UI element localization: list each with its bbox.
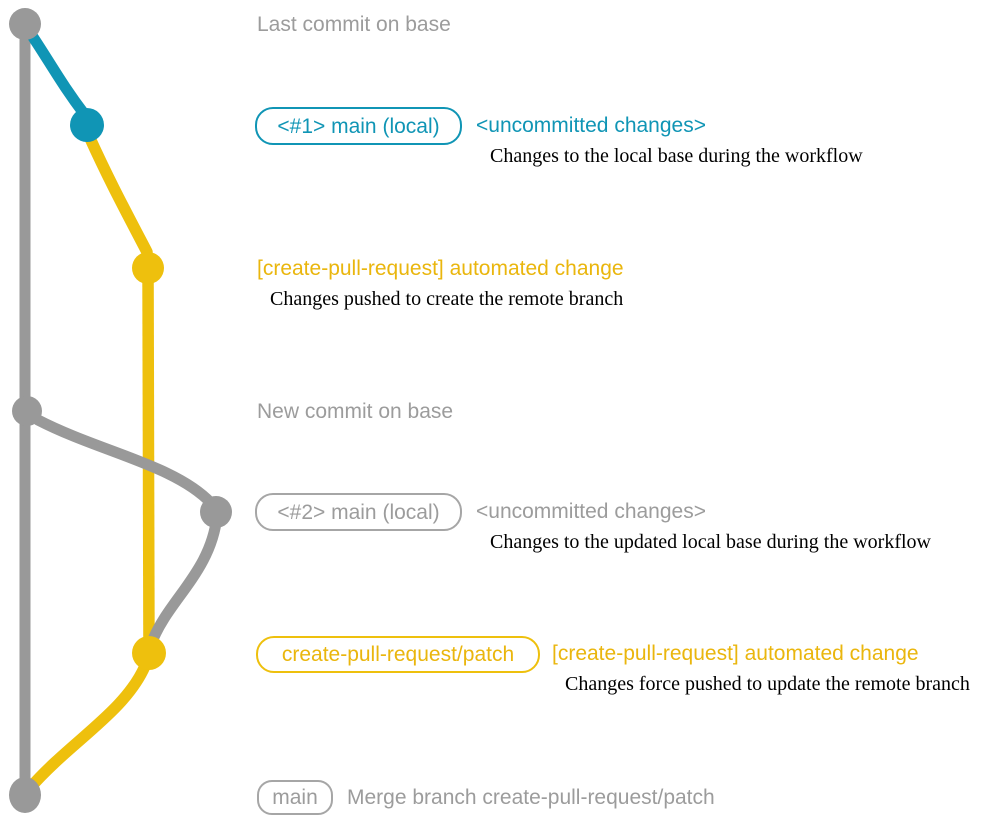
commit-dot-automated-2 bbox=[132, 636, 166, 670]
automated-change-2-title: [create-pull-request] automated change bbox=[552, 642, 919, 665]
uncommitted-changes-1-description: Changes to the local base during the wor… bbox=[490, 145, 863, 167]
uncommitted-changes-2-description: Changes to the updated local base during… bbox=[490, 531, 931, 553]
uncommitted-changes-1-title: <uncommitted changes> bbox=[476, 114, 706, 137]
branch-badge-patch-text: create-pull-request/patch bbox=[281, 643, 515, 666]
branch-badge-patch: create-pull-request/patch bbox=[256, 636, 540, 673]
commit-dot-uncommitted-2 bbox=[200, 496, 232, 528]
local-main-branch-curve-2 bbox=[32, 414, 217, 509]
commit-dot-last-base bbox=[9, 8, 41, 40]
patch-branch-curve-top bbox=[83, 130, 153, 258]
patch-branch-merge-curve bbox=[24, 660, 151, 794]
branch-badge-main-local-2: <#2> main (local) bbox=[255, 493, 462, 531]
branch-badge-main-local-1-text: <#1> main (local) bbox=[277, 114, 440, 138]
last-commit-label: Last commit on base bbox=[257, 13, 451, 36]
uncommitted-changes-2-title: <uncommitted changes> bbox=[476, 500, 706, 523]
git-graph bbox=[9, 8, 232, 813]
commit-dot-new-base bbox=[12, 396, 42, 426]
merge-commit-label: Merge branch create-pull-request/patch bbox=[347, 786, 715, 809]
local-main-to-patch-curve bbox=[146, 510, 223, 648]
commit-dot-merge bbox=[9, 777, 41, 813]
branch-badge-main-local-1: <#1> main (local) bbox=[255, 107, 462, 145]
new-commit-label: New commit on base bbox=[257, 400, 454, 423]
branch-badge-main-text: main bbox=[272, 786, 318, 809]
automated-change-1-description: Changes pushed to create the remote bran… bbox=[270, 288, 624, 310]
local-main-branch-curve-1 bbox=[21, 22, 91, 121]
branch-badge-main-local-2-text: <#2> main (local) bbox=[277, 500, 440, 524]
commit-dot-uncommitted-1 bbox=[70, 108, 104, 142]
branch-badge-main: main bbox=[257, 780, 333, 815]
commit-dot-automated-1 bbox=[132, 252, 164, 284]
automated-change-1-title: [create-pull-request] automated change bbox=[257, 257, 624, 280]
automated-change-2-description: Changes force pushed to update the remot… bbox=[565, 673, 970, 695]
